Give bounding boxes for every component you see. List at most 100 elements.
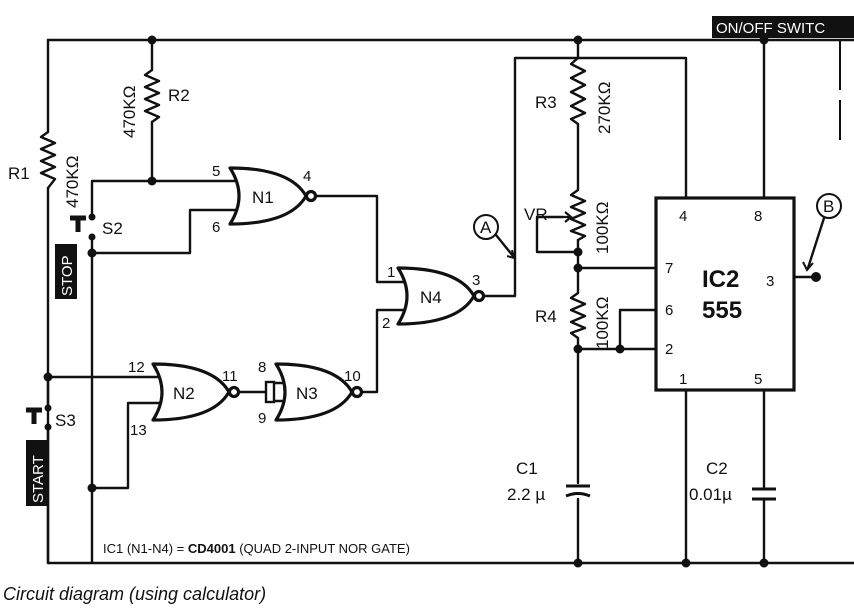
output-terminal [811,272,821,282]
junction-dot [87,248,97,258]
n2-pin-a: 12 [128,359,145,376]
ic2-pin-6: 6 [665,302,673,319]
ic2-pin-2: 2 [665,341,673,358]
r2-value: 470KΩ [120,86,139,138]
ic1-note-part: CD4001 [188,541,236,556]
on-off-switch-text: ON/OFF SWITC [716,20,825,37]
arrow-icon [802,261,814,272]
s3-pushbutton-icon [26,407,42,424]
ic2-pin-5: 5 [754,371,762,388]
n2-pin-b: 13 [130,422,147,439]
ic1-note: IC1 (N1-N4) = CD4001 (QUAD 2-INPUT NOR G… [103,541,410,556]
ic2-pin-7: 7 [665,260,673,277]
n3-n4-wire [360,308,407,394]
test-point-b-label: B [823,197,834,216]
figure-caption: Circuit diagram (using calculator) [3,584,267,604]
ic1-note-suffix: (QUAD 2-INPUT NOR GATE) [236,541,410,556]
r4-resistor [569,291,587,340]
s3-contact [44,423,52,431]
ic2-name: IC2 [702,266,739,293]
n3-bubble [350,385,364,399]
s2-contact [88,213,96,221]
ic1-note-prefix: IC1 (N1-N4) = [103,541,188,556]
n4-bubble [472,289,486,303]
n1-pin-b: 6 [212,219,220,236]
n4-output-wire [482,56,688,298]
junction-dot [43,372,53,382]
r1-resistor [39,130,57,190]
n2-n3-wire [237,381,285,403]
start-tag-text: START [30,455,47,503]
junction-dot [573,35,583,45]
r3-value: 270KΩ [595,82,614,134]
n4-pin-a: 1 [387,264,395,281]
n1-bubble [304,189,318,203]
ic2-pin-4: 4 [679,208,687,225]
test-point-b [816,193,842,219]
ic2-555-chip [654,196,796,392]
r2-resistor [143,68,161,124]
r1-label: R1 [8,164,30,183]
n1-label: N1 [252,188,274,207]
r1-value: 470KΩ [63,156,82,208]
pin6-pin2-wire [576,308,658,351]
r3-label: R3 [535,93,557,112]
n3-gate [274,362,354,422]
n2-label: N2 [173,384,195,403]
c2-label: C2 [706,459,728,478]
vr-wiper-arrow-icon [563,211,573,223]
junction-dot [147,35,157,45]
ic2-pin-1: 1 [679,371,687,388]
c2-value: 0.01µ [689,485,732,504]
n3-tied-inputs [264,380,276,404]
s2-label: S2 [102,219,123,238]
s2-wires [90,179,238,565]
vr-label: VR [524,205,548,224]
ic2-pin-8: 8 [754,208,762,225]
junction-dot [573,344,583,354]
n3-pin-a: 8 [258,359,266,376]
r3-resistor [569,56,587,126]
arrow-icon [506,249,516,260]
test-point-a [473,214,499,240]
n4-gate [396,266,476,326]
n1-gate [228,166,308,226]
n3-pin-b: 9 [258,410,266,427]
junction-dot [681,558,691,568]
n1-n4-wire [314,194,407,284]
n2-pin-out: 11 [222,368,238,385]
junction-dot [759,558,769,568]
start-tag: START [26,440,48,506]
s2-contact [88,233,96,241]
vr-value: 100KΩ [593,202,612,254]
on-off-switch-banner: ON/OFF SWITC [712,16,854,38]
c1-capacitor [565,484,591,498]
vr-resistor [569,188,587,242]
n2-bubble [227,385,241,399]
s3-contact [44,404,52,412]
s3-wires [46,375,162,565]
r4-value: 100KΩ [593,297,612,349]
n4-pin-b: 2 [382,315,390,332]
stop-tag: STOP [55,244,77,299]
c2-capacitor [752,487,776,501]
test-point-a-pointer [494,233,515,258]
c1-value: 2.2 µ [507,485,545,504]
test-point-a-label: A [480,218,492,237]
stop-tag-text: STOP [59,255,76,296]
s3-label: S3 [55,411,76,430]
c1-label: C1 [516,459,538,478]
junction-dot [573,247,583,257]
n3-label: N3 [296,384,318,403]
junction-dot [147,176,157,186]
test-point-b-pointer [806,216,826,270]
junction-dots [43,35,769,568]
n2-gate [151,362,231,422]
n1-pin-a: 5 [212,163,220,180]
vr-wiper-wire [535,215,580,254]
n1-pin-out: 4 [303,168,311,185]
r4-label: R4 [535,307,557,326]
junction-dot [87,483,97,493]
ic2-pin-3: 3 [766,273,774,290]
